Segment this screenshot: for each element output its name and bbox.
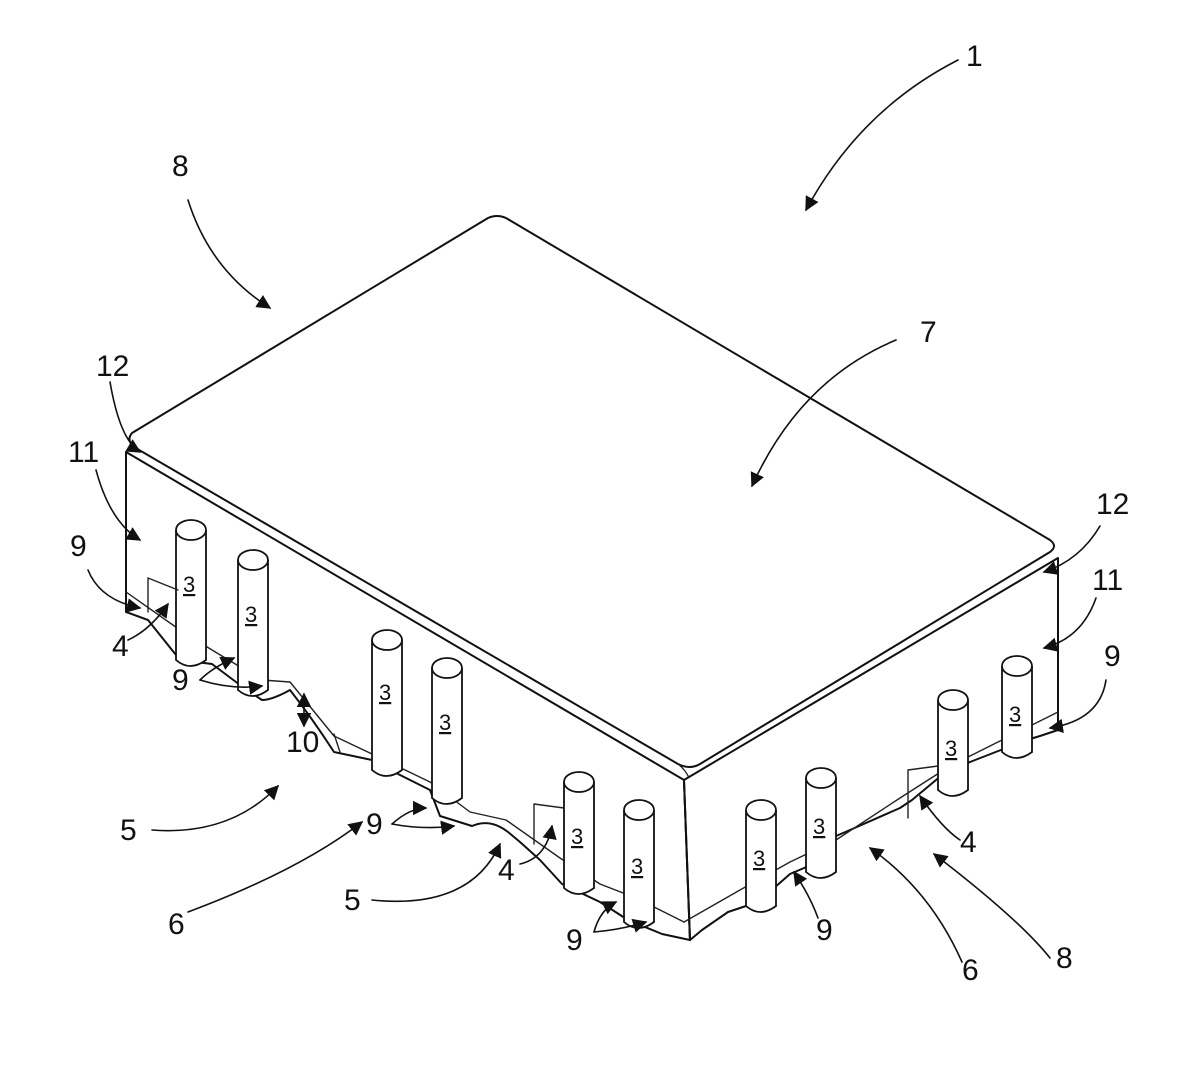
pin-label-10: 3	[1009, 702, 1021, 727]
leader-5-left	[152, 786, 278, 831]
leader-6-left	[188, 822, 362, 912]
label-9-pair-left: 9	[172, 664, 189, 697]
pin-label-7: 3	[753, 846, 765, 871]
leader-1	[806, 60, 958, 210]
leader-9-right-bottom	[794, 872, 818, 918]
label-9-pair-bottom: 9	[566, 924, 583, 957]
label-9-right: 9	[1104, 640, 1121, 673]
label-12-right: 12	[1096, 488, 1129, 521]
leader-9c	[392, 808, 426, 824]
label-7: 7	[920, 316, 937, 349]
pin-label-3: 3	[379, 680, 391, 705]
pin-label-8: 3	[813, 814, 825, 839]
label-9-pair-middle: 9	[366, 808, 383, 841]
leader-4-right	[920, 796, 960, 840]
label-4-right: 4	[960, 826, 977, 859]
label-9-right-bottom: 9	[816, 914, 833, 947]
label-9-left: 9	[70, 530, 87, 563]
label-11-left: 11	[68, 436, 99, 469]
leader-9d	[392, 824, 454, 828]
label-12-left: 12	[96, 350, 129, 383]
label-5-middle: 5	[344, 884, 361, 917]
leader-8-top	[188, 200, 270, 308]
label-10: 10	[286, 726, 319, 759]
label-6-left: 6	[168, 908, 185, 941]
leader-8-right	[934, 854, 1050, 958]
pin-label-1: 3	[183, 572, 195, 597]
label-5-left: 5	[120, 814, 137, 847]
pin-label-5: 3	[571, 824, 583, 849]
label-8-right: 8	[1056, 942, 1073, 975]
pin-label-4: 3	[439, 710, 451, 735]
label-11-right: 11	[1092, 564, 1123, 597]
label-8-top: 8	[172, 150, 189, 183]
pin-label-6: 3	[631, 854, 643, 879]
label-1: 1	[966, 40, 983, 73]
pin-label-2: 3	[245, 602, 257, 627]
label-4-middle: 4	[498, 854, 515, 887]
label-4-left: 4	[112, 630, 129, 663]
label-6-right: 6	[962, 954, 979, 987]
pin-label-9: 3	[945, 736, 957, 761]
leader-5-middle	[372, 844, 500, 901]
